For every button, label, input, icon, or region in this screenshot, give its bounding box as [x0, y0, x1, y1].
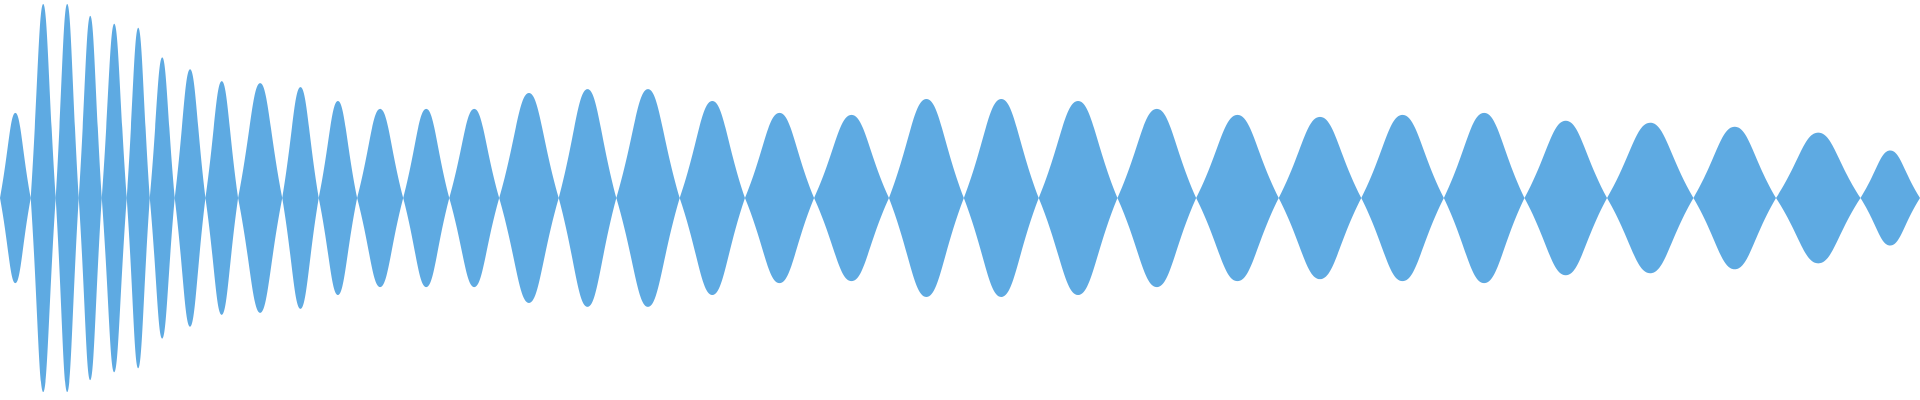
waveform-lobe [318, 100, 358, 296]
waveform-lobe [1776, 132, 1861, 264]
waveform-lobe [616, 89, 680, 307]
waveform-lobe [1524, 120, 1608, 276]
waveform-lobe [0, 112, 31, 284]
waveform-lobe [499, 93, 559, 303]
waveform-lobe [78, 15, 102, 381]
waveform-lobe [101, 23, 127, 373]
waveform-lobe [449, 108, 500, 288]
waveform-lobe [30, 3, 56, 393]
waveform-lobe [149, 57, 175, 339]
waveform-lobe [282, 87, 319, 309]
waveform-lobe [963, 99, 1039, 297]
waveform-lobe [558, 89, 617, 307]
waveform-lobe [1361, 114, 1444, 282]
waveform-lobe [205, 81, 239, 315]
waveform-lobe [679, 100, 745, 296]
waveform-lobe [1607, 122, 1694, 274]
waveform-lobe [744, 112, 815, 284]
waveform-lobe [1860, 150, 1920, 246]
waveform-lobe [238, 83, 283, 313]
waveform-lobe [174, 69, 206, 327]
waveform-lobe [403, 108, 450, 288]
waveform-lobe [1117, 108, 1197, 288]
waveform-lobe [55, 3, 79, 393]
waveform-lobe [126, 27, 150, 369]
waveform-lobe [1443, 112, 1525, 284]
waveform-lobe [1196, 114, 1279, 282]
waveform-lobe [814, 114, 889, 282]
waveform-lobe [1693, 126, 1776, 270]
waveform-lobe [1278, 116, 1362, 280]
waveform-lobe [1038, 100, 1118, 296]
waveform-lobe [357, 108, 404, 288]
waveform-lobe [888, 99, 964, 297]
